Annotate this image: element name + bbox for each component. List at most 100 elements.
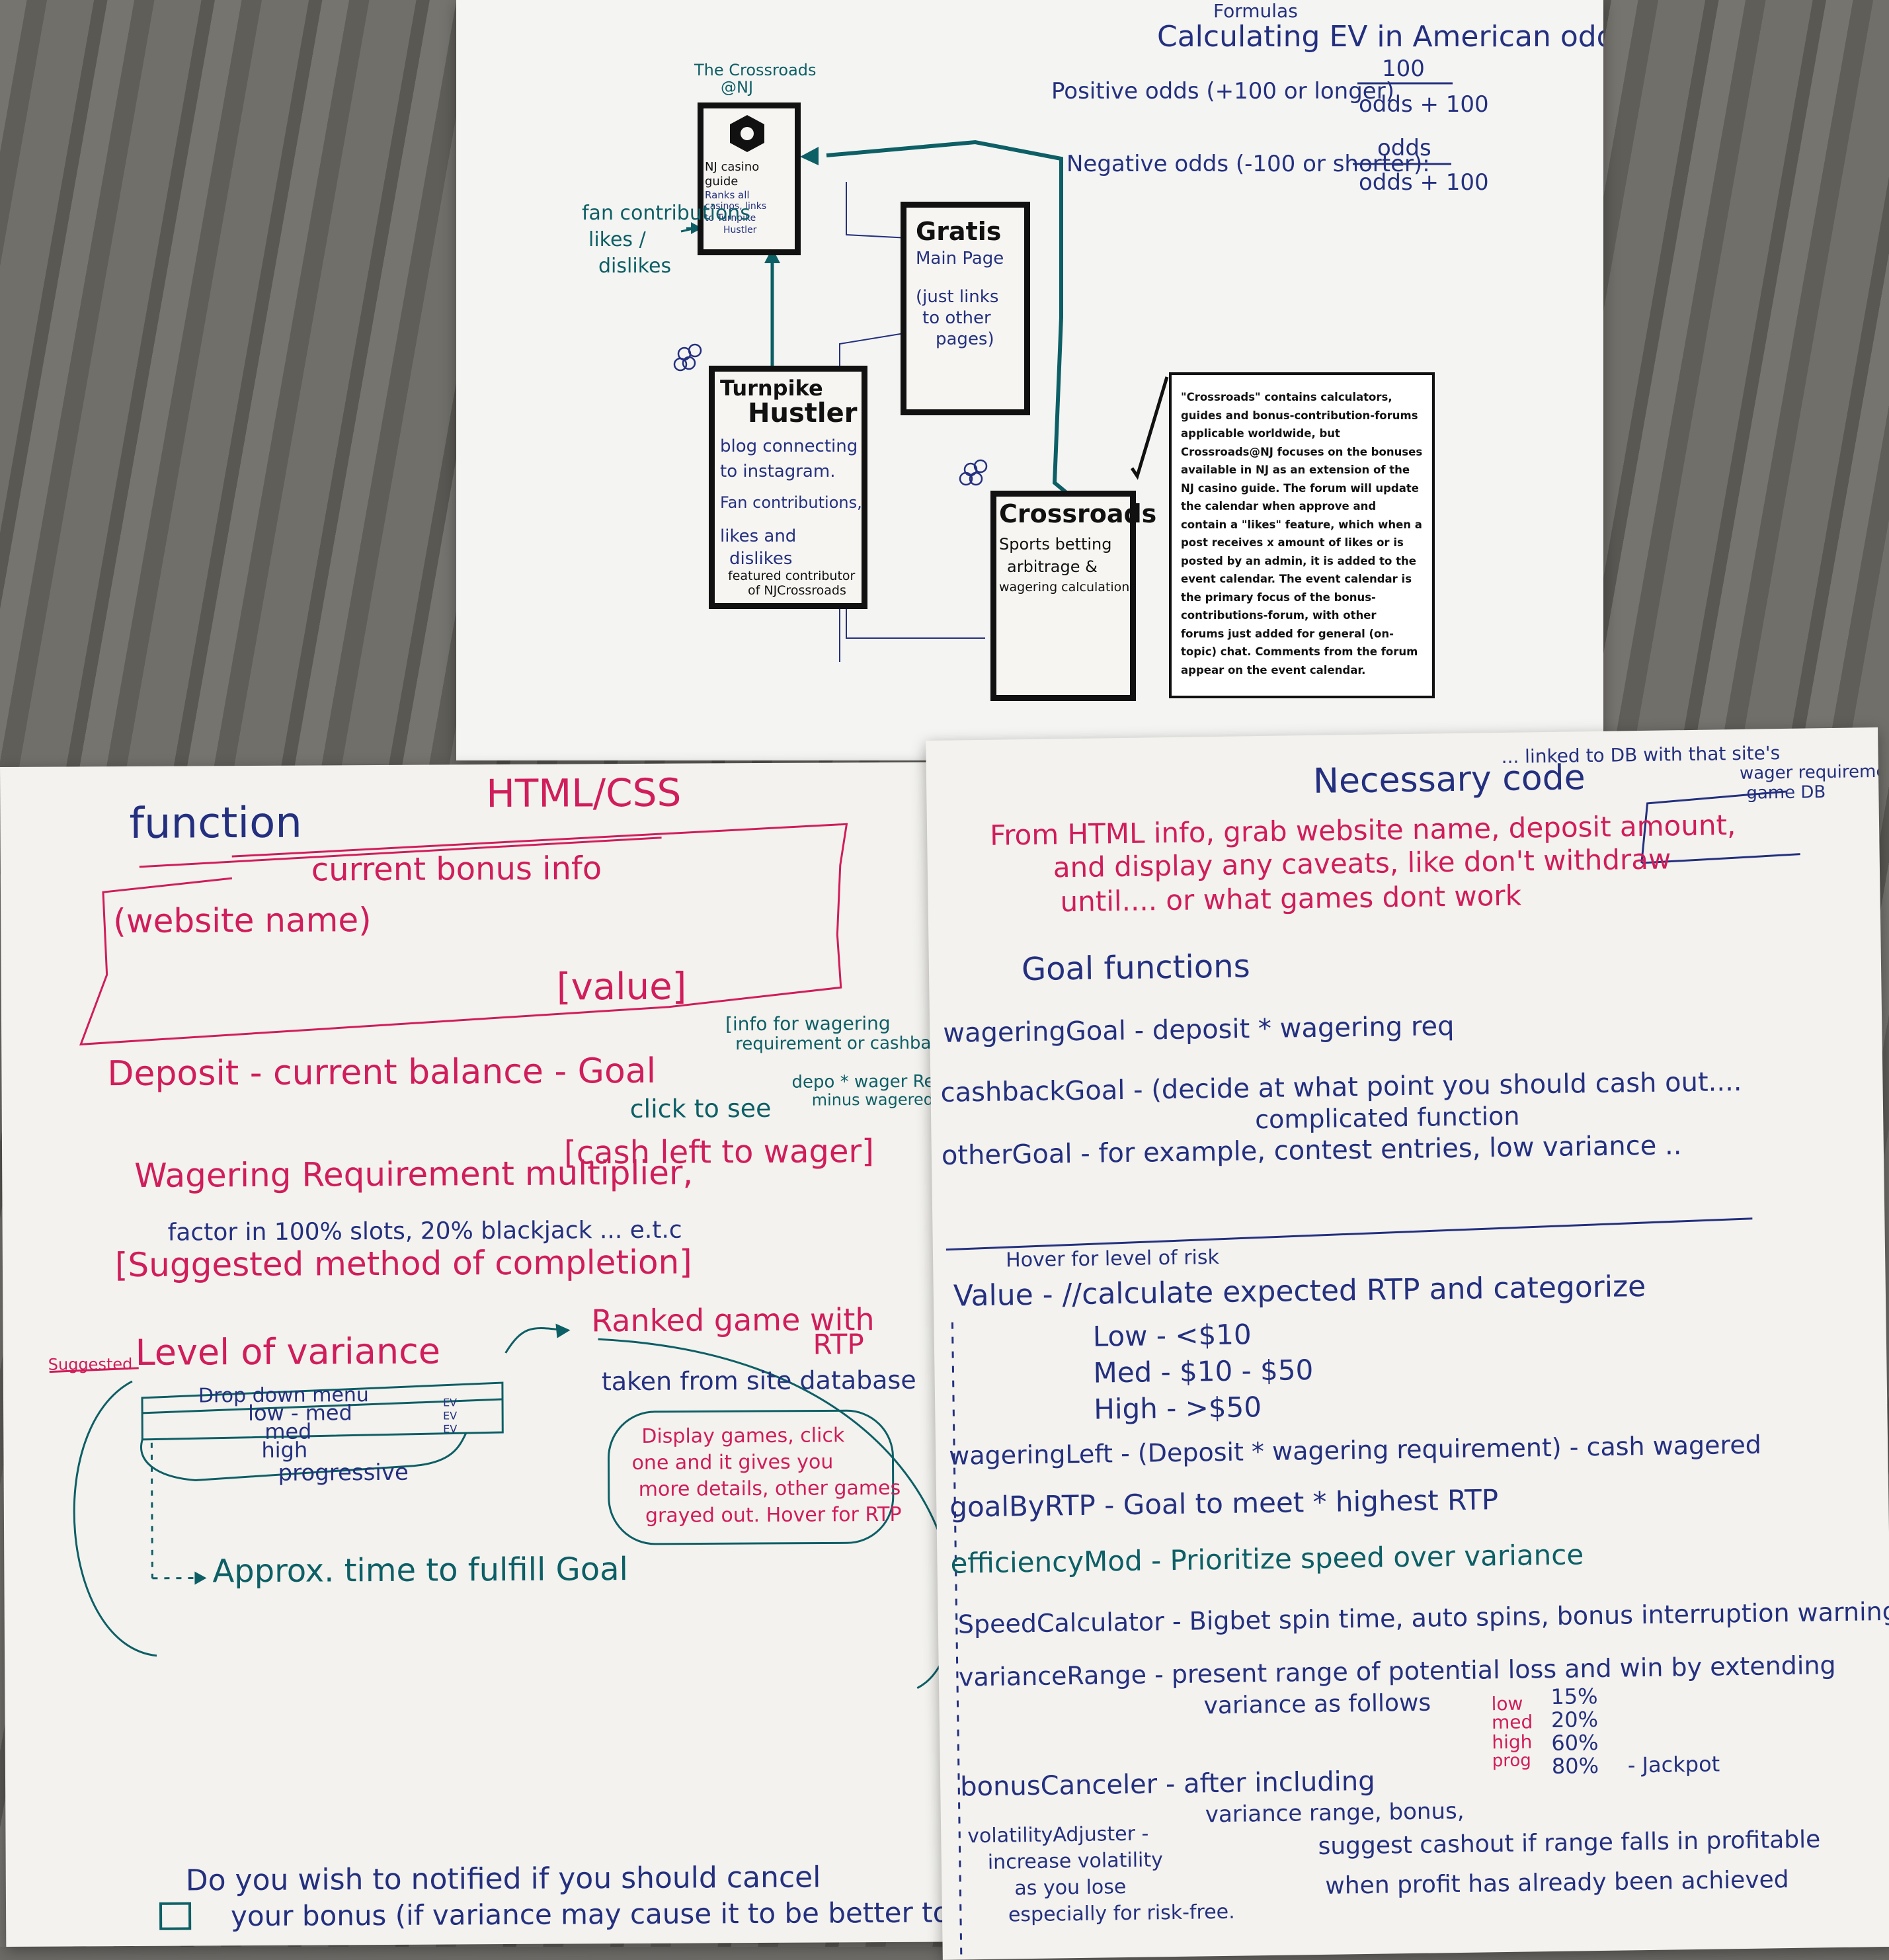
turnpike-line1: blog connecting [720,436,858,456]
deposit-formula-line: Deposit - current balance - Goal [107,1051,656,1094]
cash-left-to-wager: [cash left to wager] [564,1133,874,1171]
notify-question-line-2: your bonus (if variance may cause it to … [231,1896,958,1933]
current-bonus-info: current bonus info [311,850,602,888]
notify-checkbox[interactable] [159,1902,191,1930]
hover-risk-note: Hover for level of risk [1006,1246,1219,1272]
approx-arrow-head [194,1571,206,1584]
website-name-placeholder: (website name) [113,901,372,940]
variance-value-med: 20% [1551,1707,1599,1733]
gratis-line3: to other [922,308,991,328]
goal-functions-heading: Goal functions [1022,948,1250,988]
ev-tag-1: EV [443,1396,457,1409]
linked-note-3: game DB [1746,782,1826,803]
value-placeholder: [value] [557,965,687,1009]
nj-box-line1: NJ casino [705,160,759,174]
connector-nj-gratis [846,182,909,238]
from-html-line-3: until.... or what games dont work [1060,879,1521,919]
turnpike-title-1: Turnpike [720,376,823,401]
info-note-line-2: requirement or cashback] [735,1033,957,1054]
crossroads-line1: Sports betting [999,535,1112,553]
crossroads-box: Crossroads Sports betting arbitrage & wa… [990,491,1136,701]
crossroads-description-note: "Crossroads" contains calculators, guide… [1169,372,1435,698]
depo-note-line-2: minus wagered [812,1090,934,1110]
crossroads-line2: arbitrage & [1007,557,1098,576]
approx-time-label: Approx. time to fulfill Goal [212,1551,628,1590]
fan-contrib-line3: dislikes [598,255,671,278]
crossroads-line3: wagering calculations [999,580,1136,594]
turnpike-line7: of NJCrossroads [748,583,846,598]
top-sheet-site-map: Formulas Calculating EV in American odds… [456,0,1603,760]
volatility-adjuster-line-3: as you lose [1014,1875,1126,1900]
display-note-line-2: one and it gives you [631,1450,833,1475]
volatility-adjuster-line-2: increase volatility [988,1848,1164,1874]
gratis-line1: Main Page [916,249,1004,268]
fan-contrib-line2: likes / [588,228,646,251]
turnpike-line4: likes and [720,526,796,546]
ev-tag-3: EV [443,1422,457,1435]
crossroads-title: Crossroads [999,499,1156,528]
crossroads-nj-box: NJ casino guide Ranks all casinos, links… [698,102,801,255]
turnpike-line2: to instagram. [720,462,835,481]
taken-from-database: taken from site database [602,1366,916,1396]
gratis-box: Gratis Main Page (just links to other pa… [901,202,1030,415]
arrow-head-left [800,147,819,165]
nj-box-line3: Ranks all [705,189,750,201]
casino-logo-icon [730,115,764,152]
turnpike-line5: dislikes [729,549,792,569]
gratis-line4: pages) [936,329,994,349]
turnpike-title-2: Hustler [748,398,857,429]
variance-range-follows: variance as follows [1203,1690,1431,1720]
depo-note-line-1: depo * wager Req. [791,1071,951,1092]
variance-value-prog: 80% [1552,1753,1599,1779]
dashed-margin-line [952,1323,961,1957]
variance-value-high: 60% [1551,1730,1599,1756]
right-sheet-necessary-code: Necessary code ... linked to DB with tha… [926,727,1889,1960]
section-divider [945,1219,1752,1250]
fan-contrib-line1: fan contributions [582,202,750,225]
left-sheet-function-html: function HTML/CSS current bonus info (we… [0,762,958,1947]
value-low: Low - <$10 [1092,1318,1252,1352]
turnpike-hustler-box: Turnpike Hustler blog connecting to inst… [709,366,867,609]
arrow-to-ranked-game [505,1328,558,1353]
flower-doodle-turnpike [674,345,701,370]
suggested-method: [Suggested method of completion] [115,1243,692,1285]
complicated-function-note: complicated function [1255,1102,1520,1135]
display-note-line-3: more details, other games [639,1477,901,1501]
variance-label-med: med [1492,1711,1533,1733]
display-note-line-4: grayed out. Hover for RTP [645,1503,902,1528]
crossroads-nj-label-1: The Crossroads [694,61,817,79]
rtp-label: RTP [813,1328,864,1360]
bonus-canceler-variance: variance range, bonus, [1205,1798,1465,1828]
level-of-variance: Level of variance [135,1330,440,1373]
volatility-adjuster-line-4: especially for risk-free. [1008,1900,1235,1927]
gratis-line2: (just links [916,287,998,307]
variance-label-prog: prog [1492,1750,1531,1771]
crossed-out-word: Suggested [48,1355,133,1374]
dropdown-option-progressive[interactable]: progressive [278,1459,408,1487]
note-callout-line [1132,377,1167,476]
linked-note-2: wager requirement, [1740,761,1889,784]
linked-note-1: ... linked to DB with that site's [1501,742,1780,768]
value-med: Med - $10 - $50 [1093,1354,1313,1389]
turnpike-line3: Fan contributions, [720,493,862,512]
value-high: High - >$50 [1094,1391,1262,1426]
nj-box-line2: guide [705,175,738,188]
display-note-line-1: Display games, click [641,1424,844,1448]
arrow-to-ranked-head [555,1323,570,1338]
factor-in-line: factor in 100% slots, 20% blackjack ... … [168,1217,682,1246]
dashed-line-approx [151,1443,152,1578]
flower-doodle-crossroads [960,460,986,485]
notify-question-line-1: Do you wish to notified if you should ca… [186,1861,821,1898]
bonus-canceler-line: bonusCanceler - after including [960,1766,1375,1803]
variance-value-low: 15% [1550,1684,1598,1709]
variance-label-high: high [1492,1731,1533,1753]
info-note-line-1: [info for wagering [725,1012,891,1035]
gratis-title: Gratis [916,217,1001,246]
turnpike-line6: featured contributor [728,569,855,583]
dropdown-option-high[interactable]: high [261,1438,307,1463]
click-to-see-label: click to see [630,1094,772,1123]
crossroads-nj-label-2: @NJ [721,78,753,97]
ev-tag-2: EV [443,1409,457,1422]
jackpot-note: - Jackpot [1628,1751,1720,1777]
nj-box-line6: Hustler [723,225,756,235]
